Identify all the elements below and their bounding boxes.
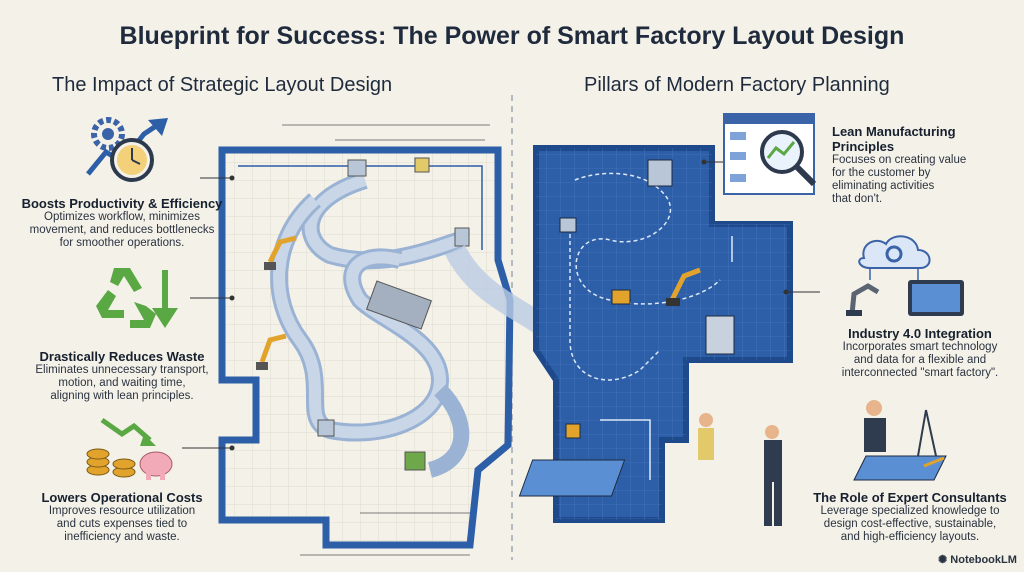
notebooklm-logo-icon: ✺	[938, 554, 948, 566]
coins-piggybank-icon	[86, 417, 173, 480]
right-item-desc-line: that don't.	[832, 193, 883, 205]
right-item-lean: Lean Manufacturing Principles Focuses on…	[832, 124, 1012, 206]
right-item-desc-line: Focuses on creating value	[832, 154, 967, 166]
left-item-desc-line: Eliminates unnecessary transport,	[35, 364, 209, 376]
left-item-desc-line: Improves resource utilization	[48, 505, 196, 517]
left-item-title: Boosts Productivity & Efficiency	[21, 196, 223, 211]
right-item-title: The Role of Expert Consultants	[813, 490, 1007, 505]
watermark: ✺ NotebookLM	[938, 553, 1017, 566]
left-item-desc-line: and cuts expenses tied to	[56, 518, 188, 530]
left-item-desc-line: motion, and waiting time,	[58, 377, 186, 389]
consultant-icon	[853, 400, 947, 481]
right-section-heading: Pillars of Modern Factory Planning	[584, 74, 890, 96]
left-item-desc-line: inefficiency and waste.	[64, 531, 180, 543]
right-item-desc-line: interconnected "smart factory".	[841, 367, 999, 379]
left-item-waste: Drastically Reduces Waste Eliminates unn…	[16, 349, 228, 403]
right-item-desc-line: for the customer by	[832, 167, 931, 179]
watermark-label: NotebookLM	[950, 554, 1017, 566]
right-item-title: Lean Manufacturing	[832, 124, 956, 139]
consultants-illustration	[518, 413, 782, 526]
left-item-costs: Lowers Operational Costs Improves resour…	[16, 490, 228, 544]
right-item-desc-line: Incorporates smart technology	[842, 341, 998, 353]
magnifier-flowchart-icon	[723, 113, 817, 195]
right-item-desc-line: design cost-effective, sustainable,	[823, 518, 997, 530]
right-item-desc-line: Leverage specialized knowledge to	[820, 505, 1000, 517]
left-floor-plan	[218, 124, 514, 556]
left-section-heading: The Impact of Strategic Layout Design	[52, 74, 393, 96]
left-item-desc-line: for smoother operations.	[59, 237, 185, 249]
right-item-desc-line: eliminating activities	[832, 180, 935, 192]
left-item-desc-line: aligning with lean principles.	[50, 390, 194, 402]
right-item-desc-line: and data for a flexible and	[853, 354, 987, 366]
right-item-industry40: Industry 4.0 Integration Incorporates sm…	[824, 326, 1016, 380]
right-floor-plan	[533, 145, 793, 523]
cloud-robot-tablet-icon	[846, 235, 964, 316]
right-item-consultants: The Role of Expert Consultants Leverage …	[804, 490, 1016, 544]
left-item-title: Drastically Reduces Waste	[39, 349, 205, 364]
left-item-desc-line: Optimizes workflow, minimizes	[44, 211, 200, 223]
right-item-title: Industry 4.0 Integration	[848, 326, 992, 341]
recycle-icon	[96, 268, 178, 328]
left-item-title: Lowers Operational Costs	[41, 490, 203, 505]
left-item-desc-line: movement, and reduces bottlenecks	[29, 224, 215, 236]
page-title: Blueprint for Success: The Power of Smar…	[119, 22, 905, 50]
left-item-productivity: Boosts Productivity & Efficiency Optimiz…	[16, 196, 228, 250]
gears-clock-arrow-icon	[86, 117, 168, 182]
right-item-title: Principles	[832, 139, 895, 154]
right-item-desc-line: and high-efficiency layouts.	[840, 531, 980, 543]
